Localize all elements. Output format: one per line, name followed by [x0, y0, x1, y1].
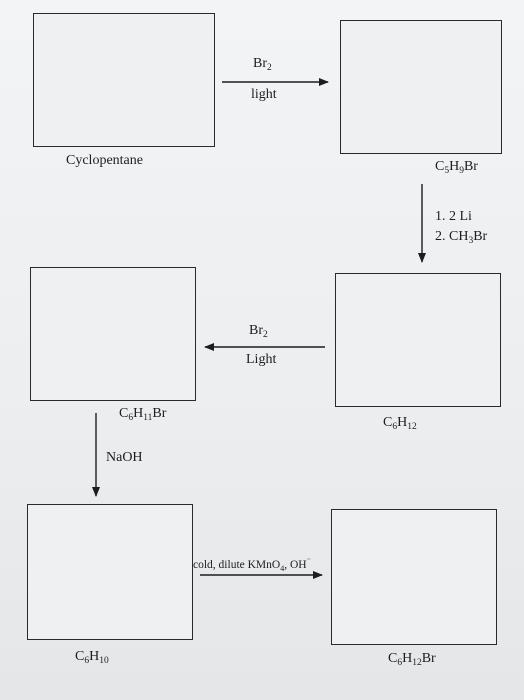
answer-box-4[interactable] [335, 273, 501, 407]
answer-box-2[interactable] [340, 20, 502, 154]
answer-box-1[interactable] [33, 13, 215, 147]
reagent-step1-light: light [251, 87, 277, 102]
reagent-step1-br2: Br2 [253, 56, 272, 73]
label-c6h10: C6H10 [75, 649, 109, 666]
reagent-step3-br2: Br2 [249, 323, 268, 340]
label-c6h12: C6H12 [383, 415, 417, 432]
label-cyclopentane: Cyclopentane [66, 153, 143, 168]
reagent-step4-naoh: NaOH [106, 450, 143, 465]
answer-box-3[interactable] [30, 267, 196, 401]
reagent-step2-ch3br: 2. CH3Br [435, 229, 488, 246]
reagent-step2-li: 1. 2 Li [435, 209, 472, 224]
reagent-step3-light: Light [246, 352, 277, 367]
answer-box-5[interactable] [27, 504, 193, 640]
reagent-step5-kmno4: cold, dilute KMnO4, OH⁻ [193, 556, 311, 573]
answer-box-6[interactable] [331, 509, 497, 645]
label-c5h9br: C5H9Br [435, 159, 478, 176]
label-c6h12br: C6H12Br [388, 651, 436, 668]
label-c6h11br: C6H11Br [119, 406, 167, 423]
